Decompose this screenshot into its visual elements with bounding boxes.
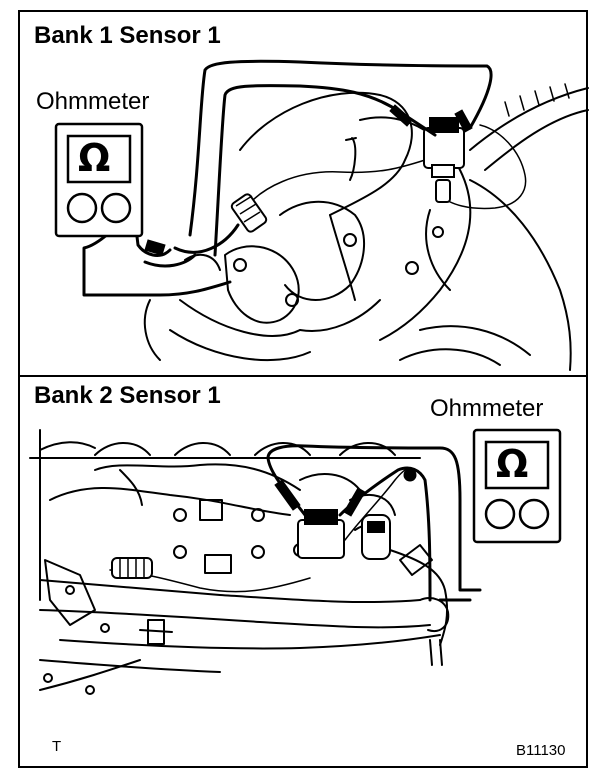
panel-2-oxygen-sensor bbox=[111, 557, 153, 579]
figure-code: B11130 bbox=[516, 742, 566, 759]
panel-1-probe-tips bbox=[144, 104, 473, 256]
panel-1-title: Bank 1 Sensor 1 bbox=[34, 22, 221, 49]
figure-frame bbox=[18, 10, 588, 768]
panel-2-ohmmeter bbox=[472, 428, 562, 544]
panel-2-test-leads bbox=[266, 444, 482, 602]
panel-1-connector bbox=[423, 117, 465, 203]
panel-1-test-leads bbox=[82, 59, 493, 297]
panel-2-connector bbox=[297, 509, 391, 560]
panel-2-title: Bank 2 Sensor 1 bbox=[34, 382, 221, 409]
panel-2-ohmmeter-label: Ohmmeter bbox=[430, 395, 544, 422]
panel-2-ohm-symbol: Ω bbox=[496, 442, 529, 486]
panel-1-ohmmeter-label: Ohmmeter bbox=[36, 88, 150, 115]
footer-left-mark: T bbox=[52, 738, 62, 755]
panel-1-oxygen-sensor bbox=[230, 193, 268, 233]
panel-1-ohm-symbol: Ω bbox=[78, 136, 111, 180]
panel-1-ohmmeter bbox=[54, 122, 144, 238]
panel-1-engine bbox=[143, 83, 589, 371]
panel-2-engine bbox=[29, 429, 450, 695]
panel-2-probe-tips bbox=[274, 468, 417, 517]
